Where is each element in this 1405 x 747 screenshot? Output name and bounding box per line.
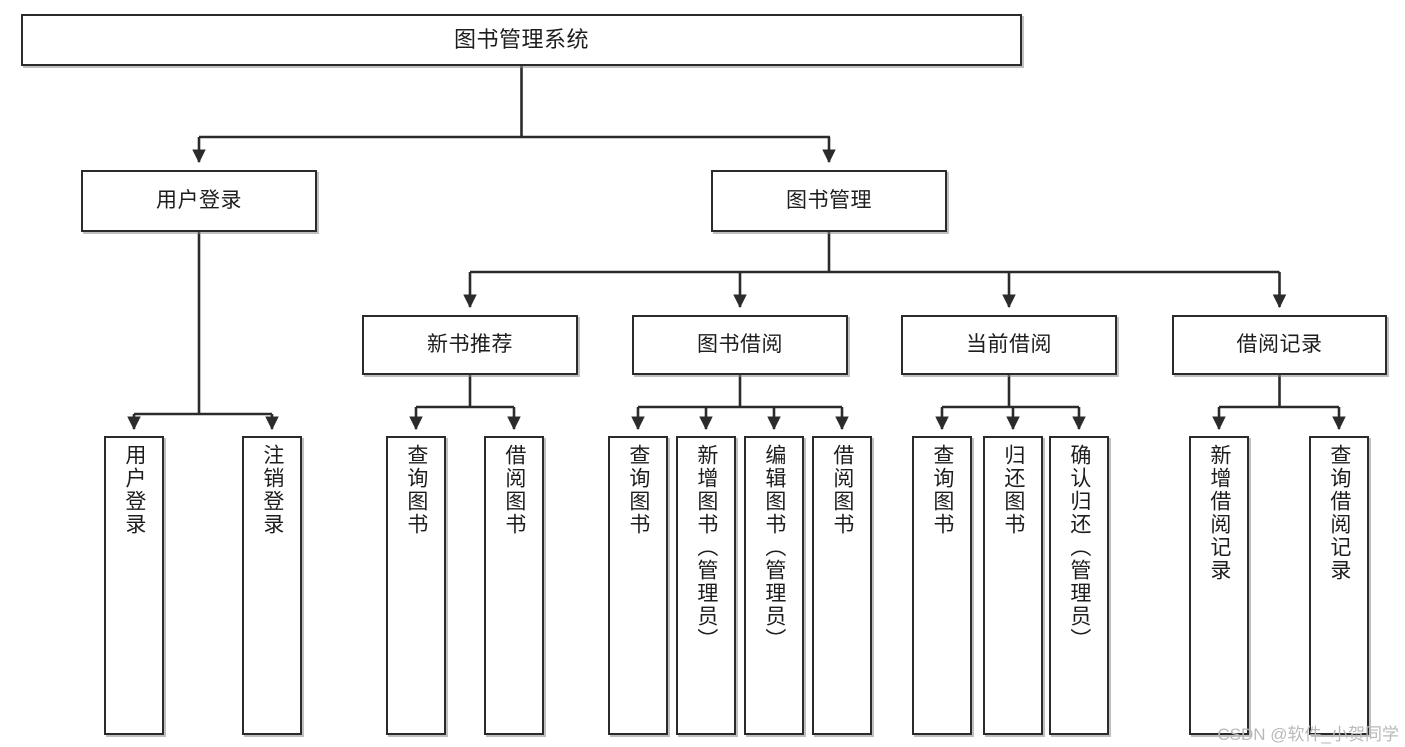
node-leaf-return-book[interactable]: 归还图书 (983, 436, 1043, 735)
node-leaf-logout-login[interactable]: 注销登录 (242, 436, 302, 735)
node-leaf-query-book-cur-label: 查询图书 (930, 444, 954, 536)
node-leaf-confirm-return-label: 确认归还（管理员） (1067, 444, 1091, 651)
node-leaf-query-borrow-record[interactable]: 查询借阅记录 (1309, 436, 1369, 735)
node-book-manage-label: 图书管理 (786, 188, 872, 212)
node-user-login[interactable]: 用户登录 (81, 170, 317, 232)
node-leaf-query-book-rec-label: 查询图书 (404, 444, 428, 536)
node-leaf-query-book-rec[interactable]: 查询图书 (386, 436, 446, 735)
node-user-login-label: 用户登录 (156, 188, 242, 212)
node-leaf-query-book[interactable]: 查询图书 (608, 436, 668, 735)
node-current-borrow[interactable]: 当前借阅 (901, 315, 1117, 375)
node-leaf-borrow-book-rec-label: 借阅图书 (502, 444, 526, 536)
node-leaf-borrow-book[interactable]: 借阅图书 (812, 436, 872, 735)
node-leaf-query-book-cur[interactable]: 查询图书 (912, 436, 972, 735)
node-book-manage[interactable]: 图书管理 (711, 170, 947, 232)
node-borrow-record-label: 借阅记录 (1236, 332, 1323, 356)
node-current-borrow-label: 当前借阅 (966, 332, 1052, 356)
node-leaf-edit-book[interactable]: 编辑图书（管理员） (744, 436, 804, 735)
node-leaf-query-book-label: 查询图书 (626, 444, 650, 536)
node-new-book-rec[interactable]: 新书推荐 (362, 315, 578, 375)
node-leaf-add-book-label: 新增图书（管理员） (694, 444, 718, 651)
node-root[interactable]: 图书管理系统 (21, 14, 1022, 66)
node-leaf-logout-login-label: 注销登录 (260, 444, 284, 536)
node-book-borrow-label: 图书借阅 (697, 332, 783, 356)
node-leaf-add-book[interactable]: 新增图书（管理员） (676, 436, 736, 735)
node-leaf-user-login-label: 用户登录 (122, 444, 146, 536)
node-leaf-add-borrow-record-label: 新增借阅记录 (1207, 444, 1231, 582)
node-leaf-query-borrow-record-label: 查询借阅记录 (1327, 444, 1351, 582)
node-new-book-rec-label: 新书推荐 (427, 332, 513, 356)
node-borrow-record[interactable]: 借阅记录 (1172, 315, 1387, 375)
node-leaf-borrow-book-label: 借阅图书 (830, 444, 854, 536)
node-leaf-confirm-return[interactable]: 确认归还（管理员） (1049, 436, 1109, 735)
node-leaf-edit-book-label: 编辑图书（管理员） (762, 444, 786, 651)
node-book-borrow[interactable]: 图书借阅 (632, 315, 848, 375)
csdn-watermark: CSDN @软件_小贺同学 (1217, 725, 1399, 744)
node-leaf-add-borrow-record[interactable]: 新增借阅记录 (1189, 436, 1249, 735)
node-root-label: 图书管理系统 (453, 27, 589, 53)
node-leaf-return-book-label: 归还图书 (1001, 444, 1025, 536)
node-leaf-borrow-book-rec[interactable]: 借阅图书 (484, 436, 544, 735)
node-leaf-user-login[interactable]: 用户登录 (104, 436, 164, 735)
